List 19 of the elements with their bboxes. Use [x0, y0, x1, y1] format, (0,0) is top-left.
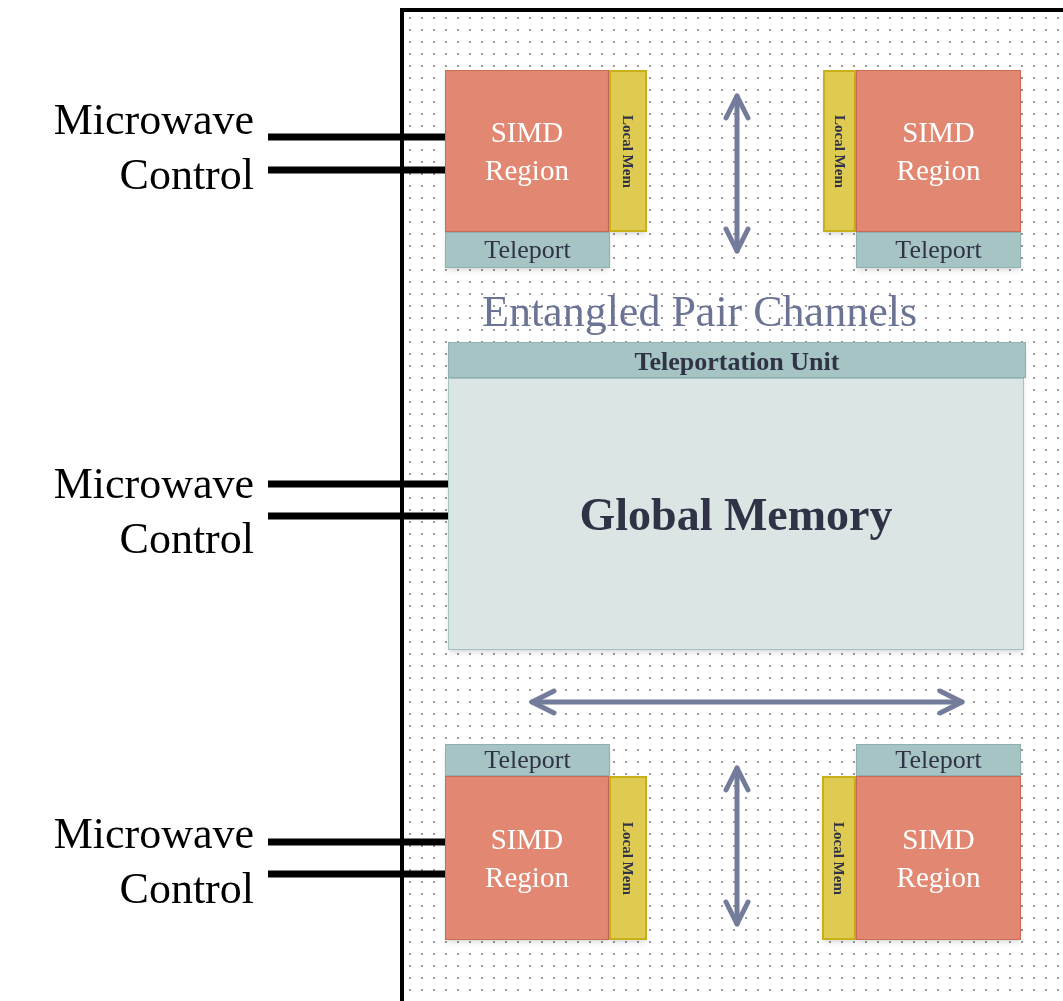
microwave-control-label: Microwave Control [0, 92, 268, 202]
teleport-box: Teleport [445, 232, 610, 268]
local-memory-bar: Local Mem [609, 70, 647, 232]
teleport-box: Teleport [856, 744, 1021, 776]
global-memory-box: Global Memory [448, 378, 1024, 650]
simd-region-box: SIMD Region [445, 776, 609, 940]
local-memory-bar: Local Mem [823, 70, 856, 232]
local-memory-bar: Local Mem [609, 776, 647, 940]
channel-label: Entangled Pair Channels [482, 290, 917, 334]
simd-region-box: SIMD Region [856, 776, 1021, 940]
teleport-box: Teleport [856, 232, 1021, 268]
microwave-control-label: Microwave Control [0, 456, 268, 566]
simd-region-box: SIMD Region [445, 70, 609, 232]
microwave-control-label: Microwave Control [0, 806, 268, 916]
teleportation-unit-band: Teleportation Unit [448, 342, 1026, 378]
local-memory-bar: Local Mem [822, 776, 856, 940]
chip-outline [400, 8, 1063, 1001]
teleport-box: Teleport [445, 744, 610, 776]
simd-region-box: SIMD Region [856, 70, 1021, 232]
